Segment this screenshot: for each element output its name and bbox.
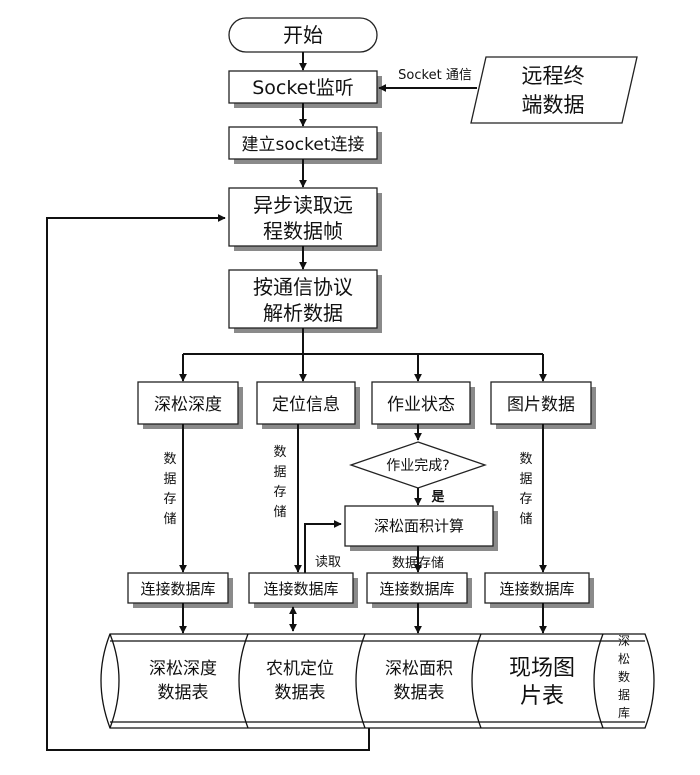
store-label-2: 数 据 存 储 bbox=[273, 445, 286, 520]
svg-text:据: 据 bbox=[519, 472, 532, 487]
work-status-label: 作业状态 bbox=[387, 395, 455, 415]
async-read-line2: 程数据帧 bbox=[263, 219, 343, 243]
db-connect-box-2 bbox=[248, 572, 354, 604]
work-status-box bbox=[371, 381, 471, 425]
async-read-line1: 异步读取远 bbox=[253, 193, 353, 217]
read-label: 读取 bbox=[315, 555, 341, 570]
parse-line2: 解析数据 bbox=[263, 301, 343, 325]
svg-text:储: 储 bbox=[273, 505, 286, 520]
depth-table-line1: 深松深度 bbox=[149, 659, 217, 679]
svg-text:松: 松 bbox=[618, 652, 630, 666]
area-table-line1: 深松面积 bbox=[385, 659, 453, 679]
database-name-vertical: 深 松 数 据 库 bbox=[618, 634, 630, 720]
image-box bbox=[490, 381, 592, 425]
remote-data-line1: 远程终 bbox=[522, 64, 585, 88]
position-table-line1: 农机定位 bbox=[266, 659, 334, 679]
remote-data-parallelogram bbox=[470, 56, 638, 124]
db-connect-label-1: 连接数据库 bbox=[140, 580, 215, 598]
remote-data-line2: 端数据 bbox=[522, 93, 585, 117]
arrow-loop-back-to-read bbox=[46, 214, 370, 751]
svg-text:存: 存 bbox=[519, 492, 532, 507]
store-label-1: 数 据 存 储 bbox=[163, 452, 176, 527]
image-label: 图片数据 bbox=[507, 395, 575, 415]
area-table-line2: 数据表 bbox=[394, 683, 445, 703]
parse-box bbox=[228, 269, 378, 329]
svg-text:存: 存 bbox=[163, 492, 176, 507]
async-read-box bbox=[228, 187, 378, 247]
svg-text:据: 据 bbox=[163, 472, 176, 487]
svg-text:储: 储 bbox=[163, 512, 176, 527]
database-cylinder bbox=[100, 633, 655, 729]
svg-text:存: 存 bbox=[273, 485, 286, 500]
image-table-line2: 片表 bbox=[520, 684, 564, 709]
db-connect-box-1 bbox=[127, 572, 229, 604]
store-label-4: 数 据 存 储 bbox=[519, 452, 532, 527]
svg-text:库: 库 bbox=[618, 705, 630, 720]
socket-comm-label: Socket 通信 bbox=[398, 68, 472, 83]
position-table-line2: 数据表 bbox=[275, 683, 326, 703]
db-connect-label-4: 连接数据库 bbox=[499, 580, 574, 598]
build-connection-label: 建立socket连接 bbox=[242, 135, 365, 155]
svg-text:数: 数 bbox=[273, 445, 286, 460]
position-label: 定位信息 bbox=[272, 395, 340, 415]
parse-line1: 按通信协议 bbox=[253, 275, 353, 299]
depth-table-line2: 数据表 bbox=[158, 683, 209, 703]
start-label: 开始 bbox=[283, 23, 323, 47]
arrow-read-to-area-calc bbox=[304, 520, 342, 574]
yes-label: 是 bbox=[430, 490, 445, 505]
work-done-label: 作业完成? bbox=[386, 458, 449, 474]
position-box bbox=[256, 381, 356, 425]
image-table-line1: 现场图 bbox=[509, 656, 575, 681]
svg-text:数: 数 bbox=[618, 669, 630, 684]
area-calc-label: 深松面积计算 bbox=[374, 517, 464, 535]
db-connect-box-4 bbox=[484, 572, 590, 604]
db-connect-label-3: 连接数据库 bbox=[379, 580, 454, 598]
db-connect-box-3 bbox=[366, 572, 468, 604]
depth-label: 深松深度 bbox=[154, 395, 222, 415]
svg-text:储: 储 bbox=[519, 512, 532, 527]
svg-text:数: 数 bbox=[163, 452, 176, 467]
socket-listen-label: Socket监听 bbox=[252, 77, 354, 99]
area-calc-box bbox=[344, 505, 494, 547]
db-connect-label-2: 连接数据库 bbox=[263, 580, 338, 598]
svg-text:数: 数 bbox=[519, 452, 532, 467]
depth-box bbox=[137, 381, 239, 425]
svg-text:据: 据 bbox=[273, 465, 286, 480]
svg-text:据: 据 bbox=[618, 688, 630, 702]
svg-text:深: 深 bbox=[618, 634, 630, 648]
data-store-label: 数据存储 bbox=[392, 556, 444, 571]
